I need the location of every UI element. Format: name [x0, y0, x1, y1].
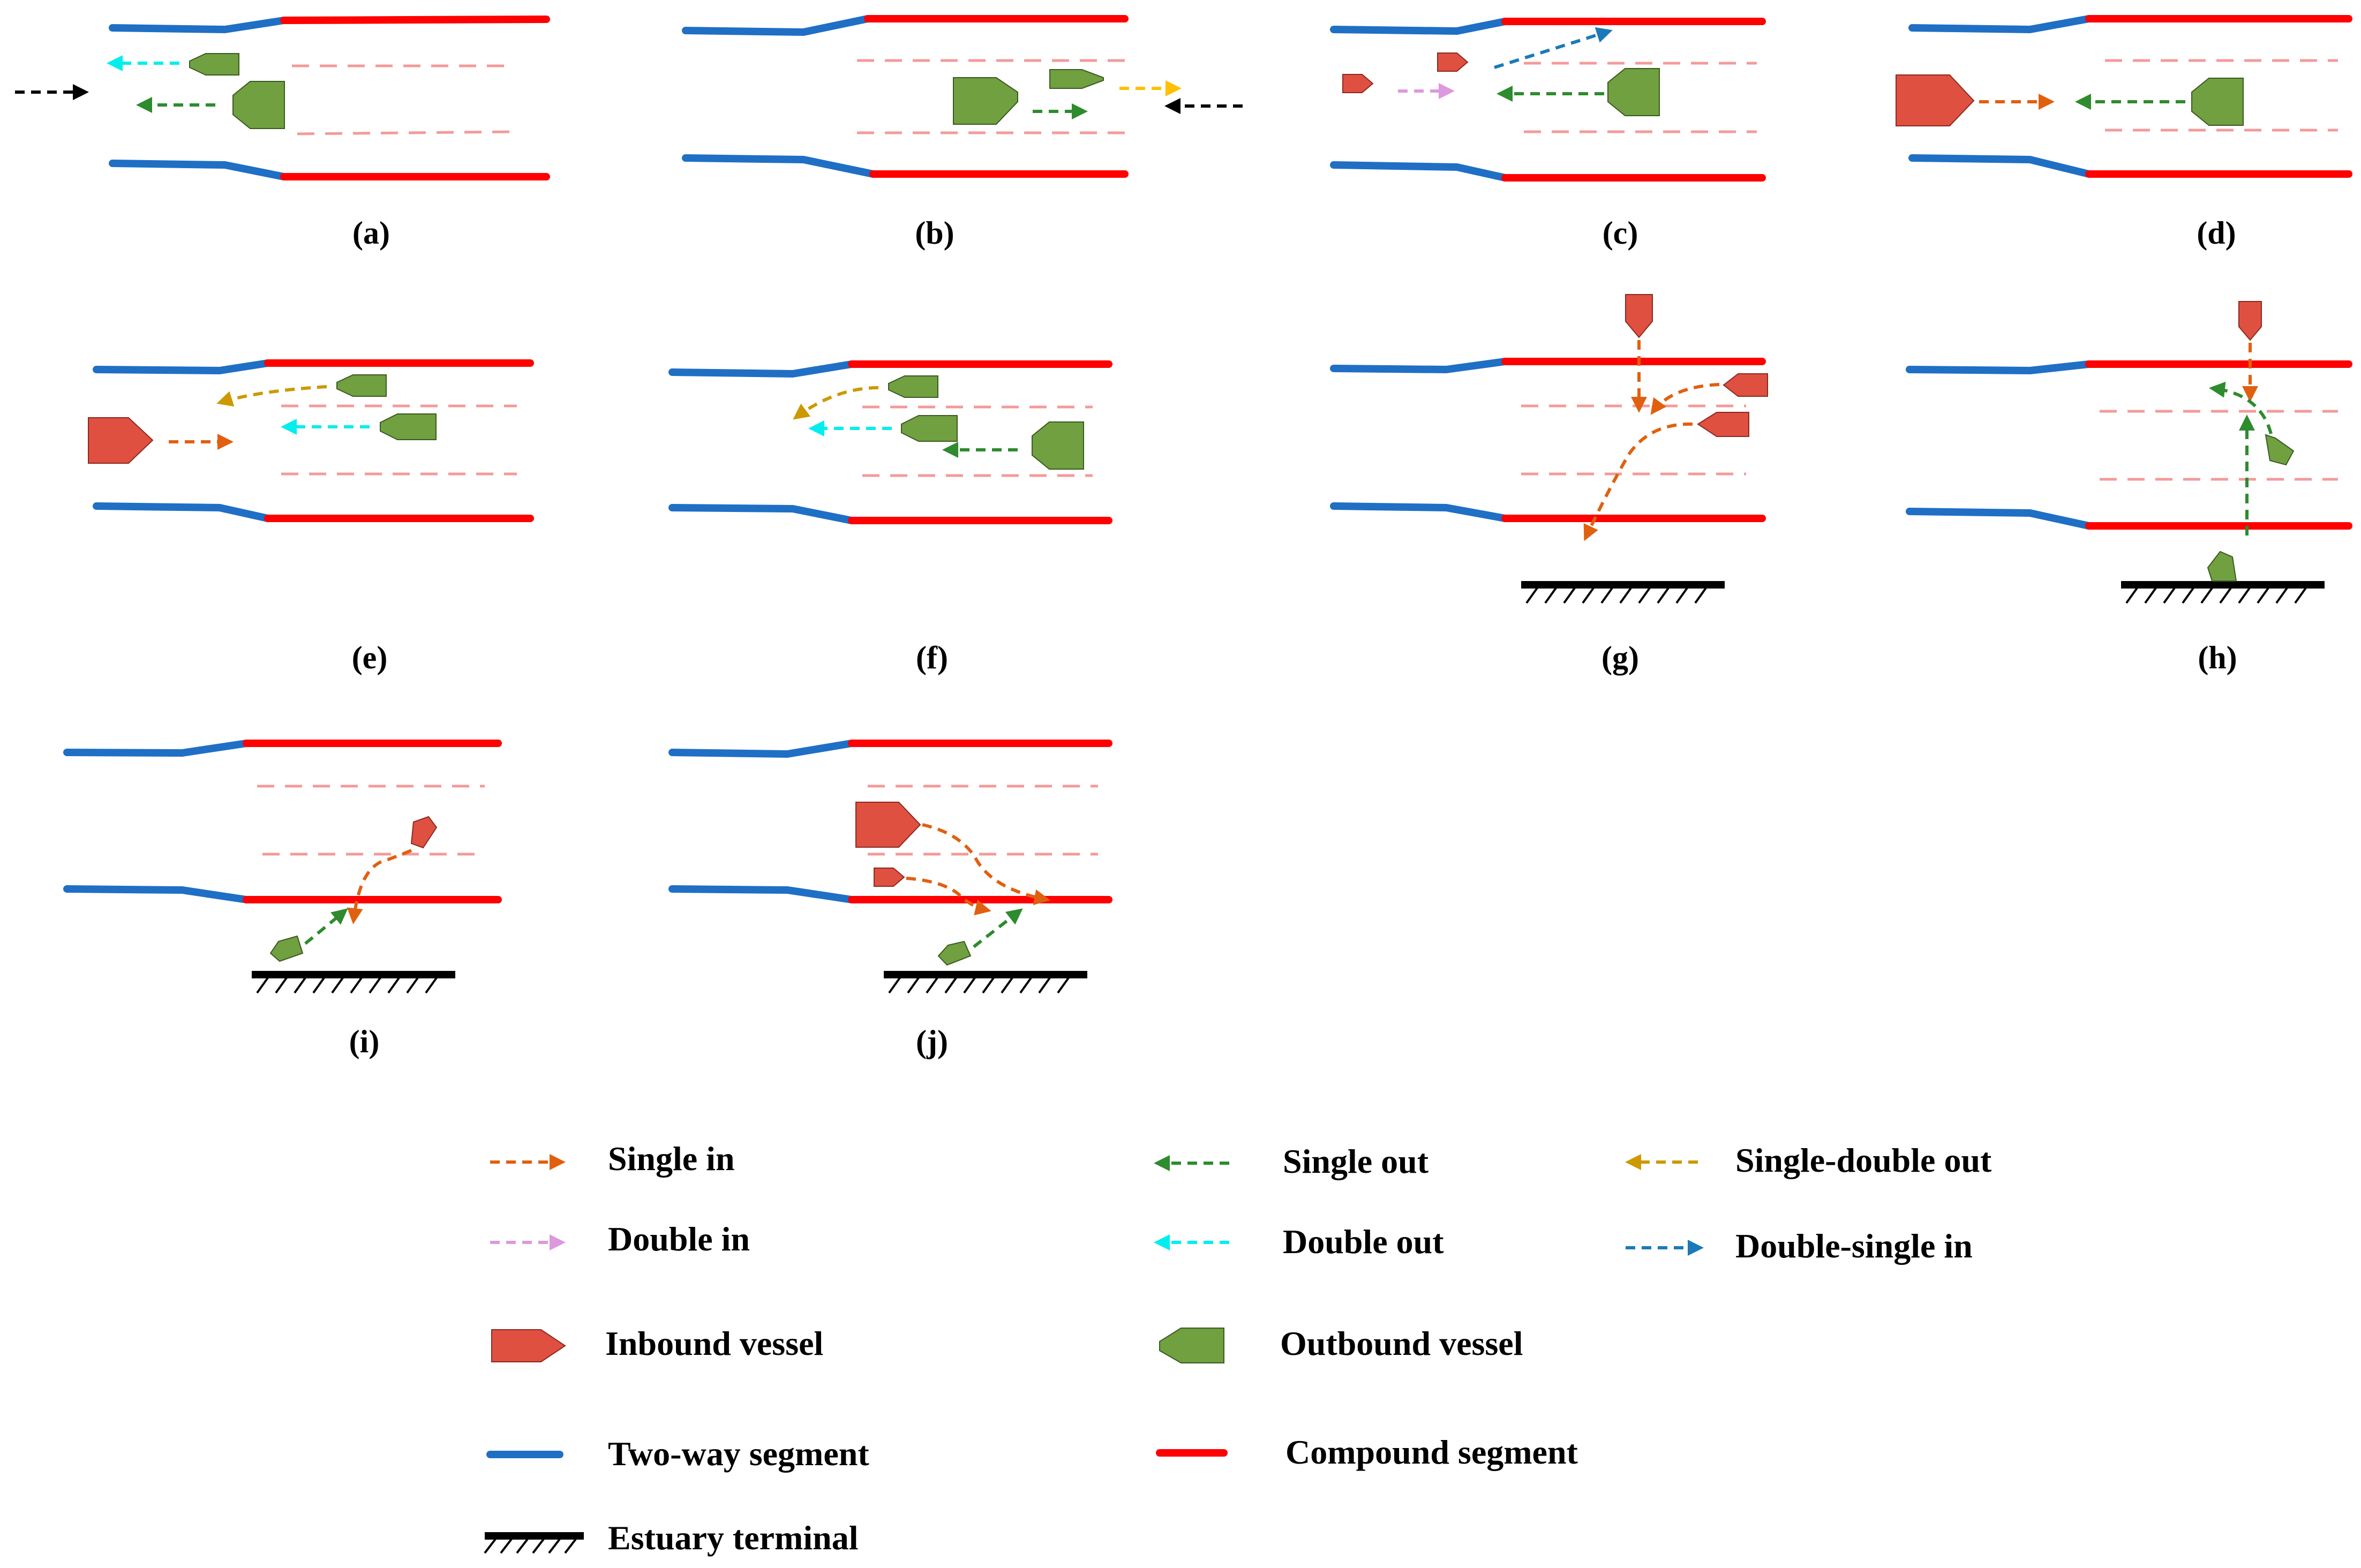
outbound-vessel: [232, 81, 285, 129]
outbound-vessel: [336, 374, 387, 397]
legend-single-in: Single in: [608, 1140, 735, 1178]
inbound-vessel: [88, 417, 154, 464]
panel-f: (f): [668, 360, 1112, 675]
two-way-segment: [668, 360, 855, 378]
panel-label-f: (f): [916, 640, 948, 675]
inbound-vessel: [410, 816, 438, 849]
panel-label-e: (e): [352, 640, 388, 675]
single-double-out-arrow: [216, 385, 327, 407]
estuary-terminal: [1521, 585, 1725, 603]
two-way-segment: [93, 502, 272, 522]
outbound-vessel: [269, 935, 304, 962]
inbound-vessel: [1342, 74, 1373, 93]
panel-e: (e): [88, 359, 534, 675]
single-in-arrow: [922, 823, 1050, 906]
outbound-vessel: [2265, 434, 2295, 466]
legend-estuary-terminal: Estuary terminal: [608, 1519, 859, 1557]
legend-outbound-vessel-swatch: [1159, 1328, 1224, 1363]
legend-estuary-terminal-swatch: [484, 1532, 584, 1554]
legend: Single in Double in Inbound vessel Two-w…: [484, 1140, 1992, 1557]
outbound-vessel: [2191, 78, 2244, 126]
panel-label-g: (g): [1601, 640, 1639, 675]
two-way-segment: [668, 504, 855, 524]
single-in-arrow: [906, 877, 991, 916]
inbound-vessel: [2238, 301, 2262, 341]
two-way-segment: [668, 885, 855, 903]
outbound-vessel: [937, 940, 972, 966]
panel-h: (h): [1906, 301, 2352, 675]
single-out-arrow: [304, 908, 348, 945]
outbound-vessel: [1032, 421, 1084, 470]
single-out-arrow: [2209, 381, 2273, 434]
single-in-arrow: [1583, 422, 1693, 541]
two-way-segment: [1906, 508, 2093, 530]
panel-j: (j): [668, 740, 1112, 1059]
estuary-terminal: [252, 975, 455, 993]
panel-label-b: (b): [915, 215, 954, 251]
two-way-segment: [1330, 358, 1509, 374]
legend-inbound-vessel: Inbound vessel: [605, 1324, 823, 1362]
inbound-vessel: [1625, 294, 1653, 338]
single-double-out-arrow: [793, 386, 879, 420]
panel-label-i: (i): [349, 1024, 380, 1059]
outbound-vessel: [901, 415, 958, 442]
two-way-segment: [93, 359, 272, 375]
inbound-vessel: [874, 868, 905, 887]
outbound-vessel: [953, 77, 1018, 125]
double-single-in-arrow: [1494, 27, 1613, 69]
legend-double-in: Double in: [608, 1220, 750, 1258]
two-way-segment: [682, 154, 877, 178]
estuary-terminal: [884, 975, 1087, 993]
legend-single-double-out: Single-double out: [1735, 1141, 1992, 1179]
inbound-vessel: [1437, 52, 1468, 72]
outbound-vessel: [888, 375, 938, 398]
two-way-segment: [63, 740, 250, 757]
two-way-segment: [682, 15, 871, 36]
two-way-segment: [109, 17, 288, 34]
panel-label-c: (c): [1603, 215, 1638, 251]
inbound-vessel: [1896, 74, 1975, 126]
two-way-segment: [668, 740, 855, 758]
panel-a: (a): [15, 16, 550, 251]
outbound-vessel: [1607, 68, 1660, 116]
single-out-arrow: [973, 908, 1023, 948]
single-in-arrow: [1650, 383, 1720, 415]
legend-double-out: Double out: [1283, 1223, 1444, 1261]
legend-two-way-segment: Two-way segment: [608, 1435, 869, 1473]
panel-c: (c): [1330, 18, 1766, 251]
legend-compound-segment: Compound segment: [1285, 1433, 1578, 1471]
panel-label-d: (d): [2197, 215, 2236, 251]
legend-single-out: Single out: [1283, 1142, 1429, 1180]
panel-i: (i): [63, 740, 502, 1059]
two-way-segment: [1330, 18, 1509, 35]
inbound-vessel: [1697, 412, 1749, 437]
outbound-vessel: [189, 53, 239, 76]
panel-label-a: (a): [352, 215, 390, 251]
inbound-vessel: [855, 802, 921, 848]
compound-segment: [280, 16, 550, 24]
outbound-vessel: [2207, 551, 2237, 582]
two-way-segment: [63, 885, 250, 903]
estuary-terminal: [2121, 585, 2325, 603]
two-way-segment: [1908, 154, 2093, 178]
outbound-vessel: [380, 413, 437, 440]
panel-label-j: (j): [916, 1024, 948, 1059]
two-way-segment: [1908, 15, 2093, 34]
outbound-vessel: [1049, 69, 1104, 89]
lane-divider: [297, 130, 515, 135]
two-way-segment: [1330, 502, 1509, 522]
single-in-arrow: [347, 849, 412, 924]
panel-d: (d): [1896, 15, 2352, 251]
legend-outbound-vessel: Outbound vessel: [1280, 1324, 1523, 1362]
legend-inbound-vessel-swatch: [491, 1329, 566, 1362]
panel-b: (b): [682, 15, 1243, 251]
panel-label-h: (h): [2198, 640, 2237, 675]
panel-g: (g): [1330, 294, 1768, 675]
legend-double-single-in: Double-single in: [1735, 1227, 1973, 1265]
two-way-segment: [1330, 161, 1509, 182]
two-way-segment: [1906, 360, 2093, 375]
two-way-segment: [109, 160, 288, 180]
inbound-vessel: [1723, 373, 1768, 397]
